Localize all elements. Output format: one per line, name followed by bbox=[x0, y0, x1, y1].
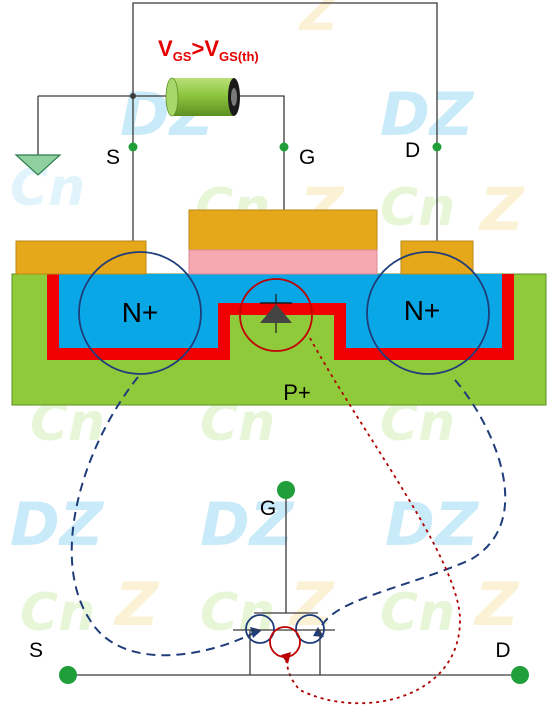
circuit-wires bbox=[37, 2, 438, 241]
watermark-text: Cn bbox=[10, 158, 85, 218]
right-connector bbox=[319, 379, 507, 631]
right-n-label: N+ bbox=[404, 295, 441, 326]
symbol-diode-circle bbox=[269, 626, 301, 658]
body-diode-highlight bbox=[239, 278, 313, 352]
watermark-text: DZ bbox=[200, 490, 295, 560]
arrowhead bbox=[281, 652, 291, 664]
left-connector bbox=[70, 376, 257, 657]
arrowhead bbox=[313, 627, 324, 637]
symbol-drain-label: D bbox=[495, 639, 510, 662]
source-contact bbox=[15, 240, 147, 275]
symbol-right-circle bbox=[295, 614, 325, 644]
battery-icon bbox=[165, 77, 240, 117]
drain-contact bbox=[400, 240, 474, 275]
watermark-z: Z bbox=[298, 0, 339, 43]
watermark-text: DZ bbox=[385, 490, 480, 560]
drain-wire bbox=[132, 2, 438, 147]
ground-icon bbox=[14, 154, 62, 176]
watermark-text: Cn bbox=[20, 583, 95, 643]
gate-terminal-dot bbox=[279, 142, 289, 152]
watermark-z: Z bbox=[113, 570, 160, 640]
watermark-z: Z bbox=[478, 175, 525, 245]
gate-condition-label: VGS>VGS(th) bbox=[158, 36, 259, 64]
symbol-gate-label: G bbox=[260, 497, 276, 520]
watermark-text: Cn bbox=[380, 178, 455, 238]
source-terminal-dot bbox=[128, 142, 138, 152]
watermark-text: DZ bbox=[10, 490, 105, 560]
junction-dot bbox=[130, 93, 136, 99]
watermark-text: Cn bbox=[380, 583, 455, 643]
left-n-highlight bbox=[78, 251, 202, 375]
watermark-z: Z bbox=[473, 570, 520, 640]
gate-oxide bbox=[188, 249, 378, 275]
body-diode-icon bbox=[260, 294, 292, 333]
gate-metal bbox=[188, 209, 378, 251]
symbol-source-label: S bbox=[29, 639, 43, 662]
gate-wire bbox=[240, 95, 285, 210]
drain-terminal-dot bbox=[432, 142, 442, 152]
symbol-gate-dot bbox=[277, 481, 295, 499]
source-label: S bbox=[106, 146, 120, 169]
diode-connector bbox=[285, 337, 461, 705]
mosfet-cross-section: N+ N+ P+ bbox=[11, 209, 547, 406]
drain-label: D bbox=[405, 139, 420, 162]
left-n-label: N+ bbox=[122, 297, 159, 328]
gate-label: G bbox=[299, 146, 315, 169]
symbol-drain-dot bbox=[511, 666, 529, 684]
symbol-left-circle bbox=[245, 614, 275, 644]
n-region bbox=[59, 274, 502, 348]
right-n-highlight bbox=[366, 251, 490, 375]
watermark-text: DZ bbox=[380, 80, 475, 150]
symbol-source-dot bbox=[59, 666, 77, 684]
substrate-label: P+ bbox=[283, 380, 311, 405]
